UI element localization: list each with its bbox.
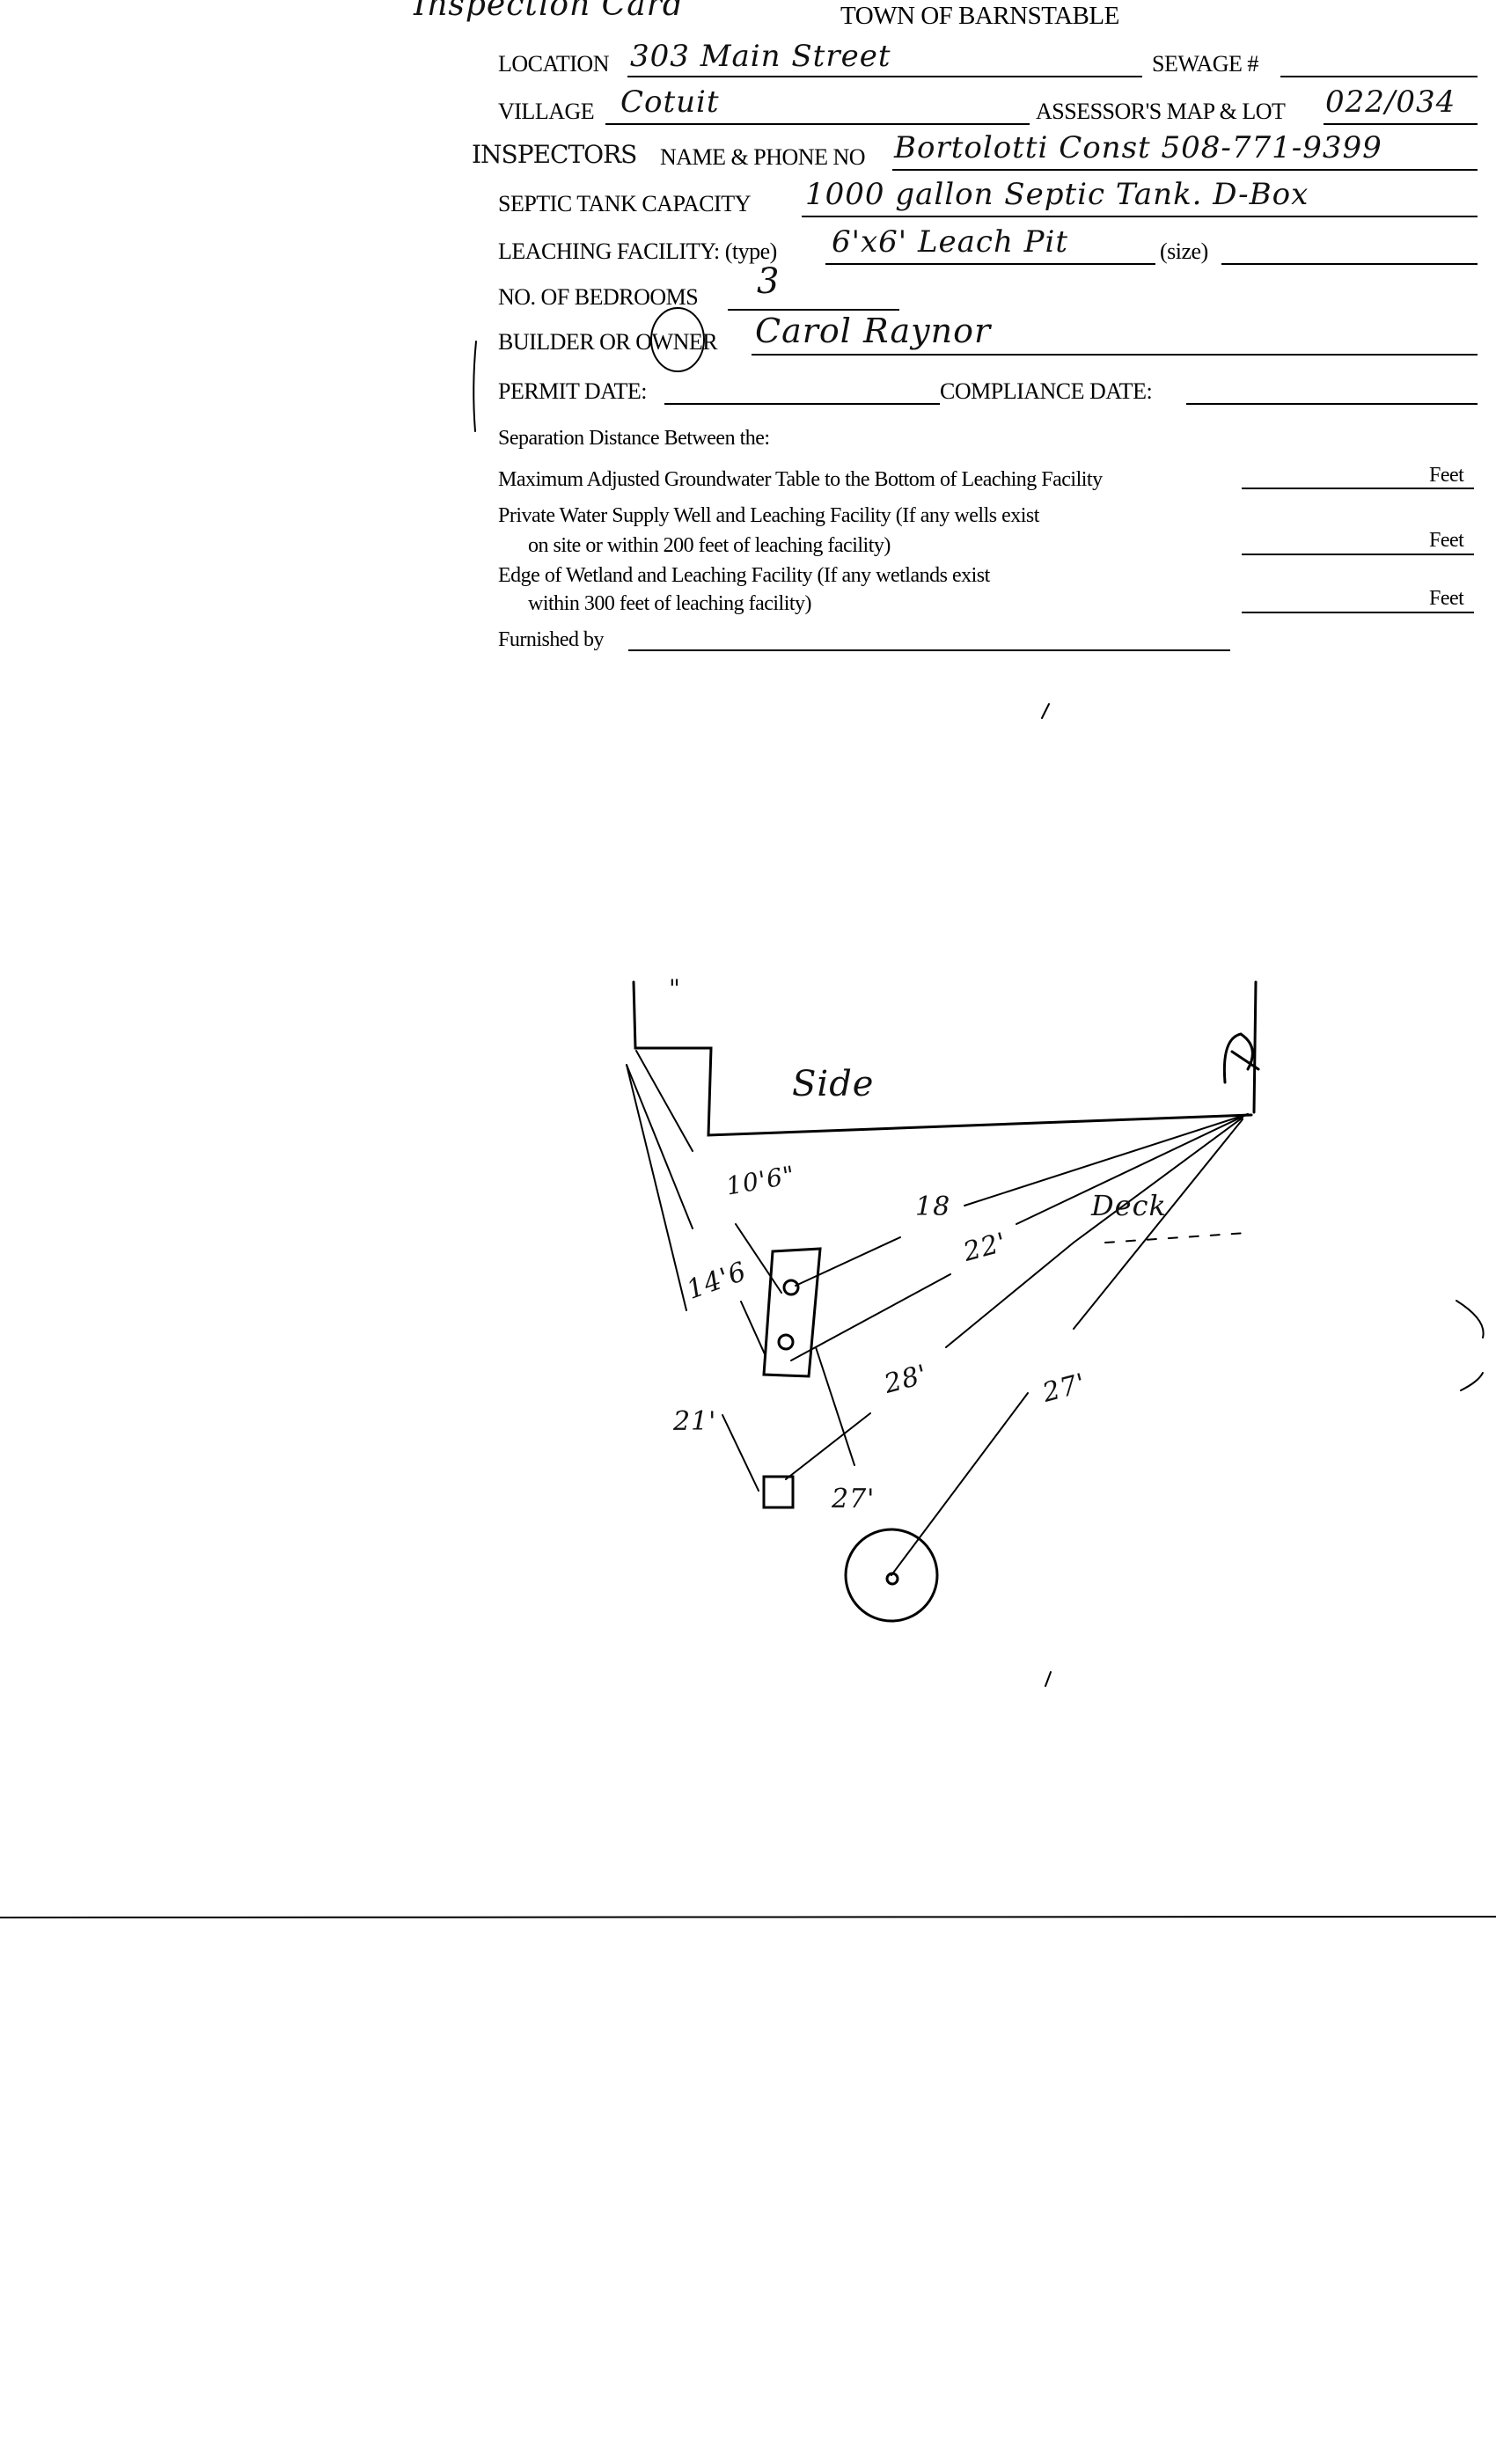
compliance-date-label: COMPLIANCE DATE: <box>940 378 1153 404</box>
deck-label: Deck <box>1091 1189 1167 1222</box>
septic-tank-shape <box>762 1247 822 1378</box>
septic-value: 1000 gallon Septic Tank. D-Box <box>805 177 1309 212</box>
house-outline <box>632 980 1253 1137</box>
map-lot-value: 022/034 <box>1325 84 1456 120</box>
separation-row-3-text-cont: within 300 feet of leaching facility) <box>528 592 812 615</box>
tank-inlet-icon <box>782 1279 800 1296</box>
separation-row-3-unit: Feet <box>1429 587 1464 610</box>
bedrooms-value: 3 <box>757 261 781 302</box>
leaching-value: 6'x6' Leach Pit <box>832 224 1069 260</box>
septic-field[interactable] <box>802 216 1478 217</box>
name-phone-label: NAME & PHONE NO <box>660 144 866 170</box>
location-label: LOCATION <box>498 51 610 77</box>
separation-row-2-field[interactable] <box>1242 554 1474 555</box>
tick-mark-label: " <box>669 974 681 1003</box>
village-label: VILLAGE <box>498 99 595 124</box>
separation-heading: Separation Distance Between the: <box>498 427 770 450</box>
permit-date-field[interactable] <box>664 403 940 405</box>
inspector-prefix: INSPECTORS <box>472 140 637 169</box>
distance-label: 21' <box>673 1406 717 1437</box>
map-lot-label: ASSESSOR'S MAP & LOT <box>1036 99 1286 124</box>
furnished-by-label: Furnished by <box>498 628 605 651</box>
page-title: TOWN OF BARNSTABLE <box>840 2 1119 30</box>
separation-row-2-text-cont: on site or within 200 feet of leaching f… <box>528 534 891 557</box>
distance-label: 18 <box>915 1192 951 1222</box>
d-box-shape <box>762 1475 795 1509</box>
bedrooms-label: NO. OF BEDROOMS <box>498 284 699 310</box>
leach-pit-shape <box>844 1528 939 1623</box>
owner-field[interactable] <box>752 354 1478 356</box>
sewage-label: SEWAGE # <box>1152 51 1258 77</box>
separation-row-1-field[interactable] <box>1242 488 1474 489</box>
distance-label: 27' <box>832 1484 876 1514</box>
name-phone-field[interactable] <box>892 169 1478 171</box>
measurement-lines <box>626 1050 1249 1576</box>
separation-row-1-text: Maximum Adjusted Groundwater Table to th… <box>498 468 1103 491</box>
name-phone-value: Bortolotti Const 508-771-9399 <box>894 130 1382 165</box>
owner-label: BUILDER OR OWNER <box>498 329 718 355</box>
location-field[interactable] <box>627 76 1142 77</box>
furnished-by-field[interactable] <box>628 649 1230 651</box>
corner-label: B <box>1206 1021 1207 1056</box>
leaching-label: LEACHING FACILITY: (type) <box>498 238 777 264</box>
sewage-field[interactable] <box>1280 76 1478 77</box>
separation-row-2-text: Private Water Supply Well and Leaching F… <box>498 504 1039 527</box>
compliance-date-field[interactable] <box>1186 403 1478 405</box>
stray-marks <box>1041 703 1052 1687</box>
house-right-wall <box>1252 980 1258 1114</box>
separation-row-3-text: Edge of Wetland and Leaching Facility (I… <box>498 564 990 587</box>
or-circle-mark <box>650 307 705 372</box>
side-label: Side <box>792 1064 875 1104</box>
bedrooms-field[interactable] <box>728 309 899 311</box>
septic-label: SEPTIC TANK CAPACITY <box>498 191 751 216</box>
margin-bracket-mark <box>473 341 477 432</box>
corner-mark-b <box>1222 1032 1260 1084</box>
page-bottom-line <box>0 1916 1496 1918</box>
separation-row-2-unit: Feet <box>1429 529 1464 552</box>
size-label: (size) <box>1160 238 1208 264</box>
leaching-type-field[interactable] <box>825 263 1155 265</box>
owner-value: Carol Raynor <box>755 312 992 350</box>
handwritten-title: Inspection Card <box>414 0 684 23</box>
village-field[interactable] <box>605 123 1030 125</box>
separation-row-3-field[interactable] <box>1242 612 1474 613</box>
separation-row-1-unit: Feet <box>1429 464 1464 487</box>
tank-outlet-icon <box>777 1333 795 1351</box>
map-lot-field[interactable] <box>1324 123 1478 125</box>
permit-date-label: PERMIT DATE: <box>498 378 648 404</box>
village-value: Cotuit <box>620 84 720 120</box>
size-field[interactable] <box>1221 263 1478 265</box>
location-value: 303 Main Street <box>630 39 891 74</box>
